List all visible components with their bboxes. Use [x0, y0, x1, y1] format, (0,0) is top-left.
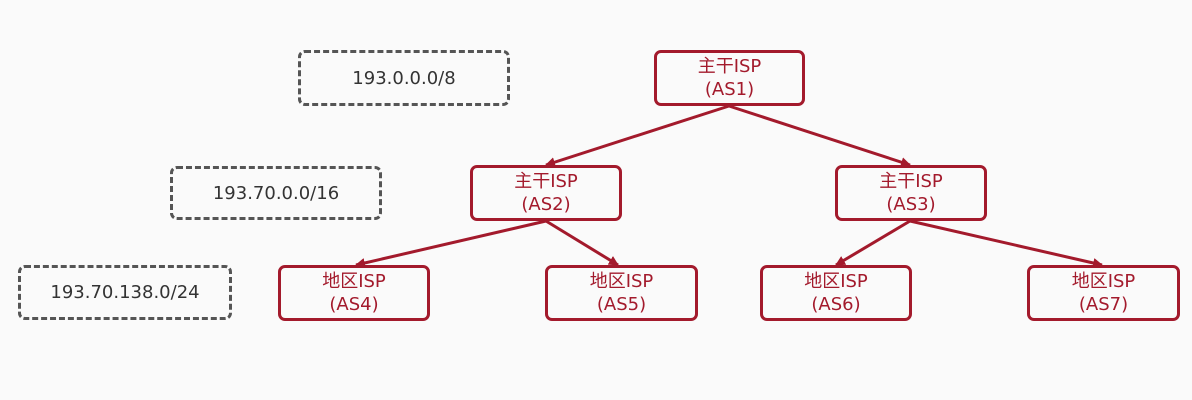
- edge-as1-as3: [728, 104, 911, 167]
- node-as6-label: (AS6): [811, 294, 861, 315]
- node-as7: 地区ISP (AS7): [1027, 265, 1180, 321]
- node-as6-type: 地区ISP: [804, 271, 868, 292]
- node-as5: 地区ISP (AS5): [545, 265, 698, 321]
- node-as5-label: (AS5): [596, 294, 647, 315]
- node-as2: 主干ISP (AS2): [470, 165, 622, 221]
- node-as4: 地区ISP (AS4): [278, 265, 430, 321]
- node-as5-type: 地区ISP: [589, 271, 654, 292]
- node-as3-type: 主干ISP: [879, 171, 943, 192]
- node-as1-type: 主干ISP: [697, 56, 762, 77]
- node-as3: 主干ISP (AS3): [835, 165, 987, 221]
- edge-as2-as5: [545, 219, 619, 267]
- node-as1: 主干ISP (AS1): [654, 50, 805, 106]
- prefix-box-level2: 193.70.0.0/16: [170, 166, 382, 220]
- edge-as3-as7: [909, 219, 1103, 268]
- node-as2-label: (AS2): [521, 194, 571, 215]
- node-as4-label: (AS4): [329, 294, 379, 315]
- node-as3-label: (AS3): [886, 194, 936, 215]
- edge-as2-as4: [355, 219, 547, 268]
- prefix-box-level3: 193.70.138.0/24: [18, 265, 232, 320]
- edge-as3-as6: [835, 219, 911, 267]
- node-as4-type: 地区ISP: [322, 271, 386, 292]
- edge-as1-as2: [545, 104, 730, 167]
- prefix-label-level1: 193.0.0.0/8: [352, 67, 456, 89]
- node-as7-type: 地区ISP: [1071, 271, 1136, 292]
- node-as6: 地区ISP (AS6): [760, 265, 912, 321]
- node-as2-type: 主干ISP: [514, 171, 578, 192]
- prefix-label-level2: 193.70.0.0/16: [212, 182, 340, 204]
- prefix-box-level1: 193.0.0.0/8: [298, 50, 510, 106]
- prefix-label-level3: 193.70.138.0/24: [50, 282, 200, 303]
- node-as7-label: (AS7): [1078, 294, 1129, 315]
- node-as1-label: (AS1): [704, 79, 755, 100]
